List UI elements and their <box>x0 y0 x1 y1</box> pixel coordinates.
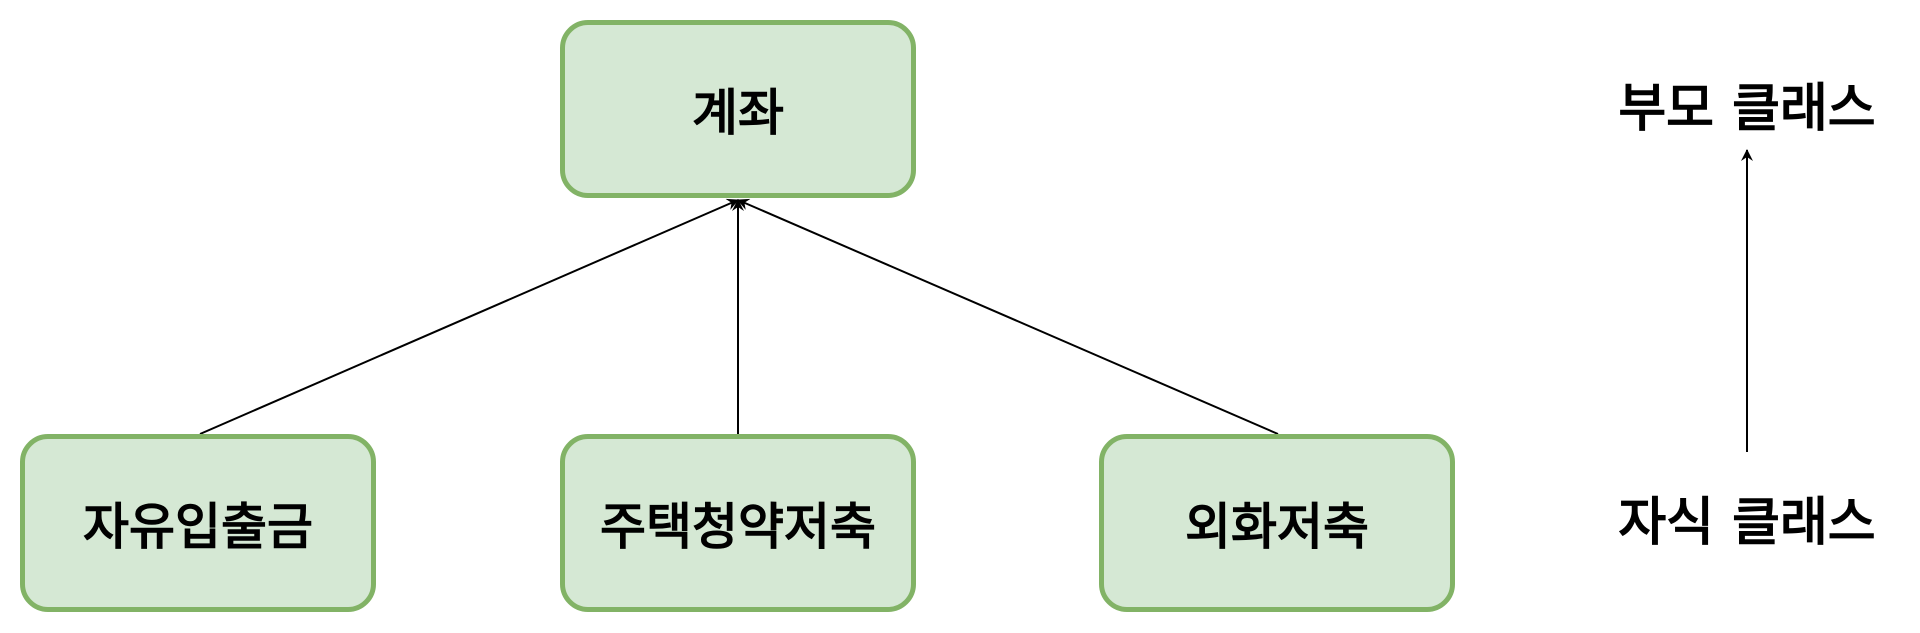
class-node-account-label: 계좌 <box>692 84 784 142</box>
class-node-housing-subscription: 주택청약저축 <box>560 434 916 612</box>
edge-child-1-to-parent <box>199 198 739 435</box>
class-node-account: 계좌 <box>560 20 916 198</box>
class-node-foreign-currency-label: 외화저축 <box>1185 498 1369 556</box>
class-node-housing-subscription-label: 주택청약저축 <box>600 498 876 556</box>
class-node-free-deposit-label: 자유입출금 <box>83 498 313 556</box>
edge-child-3-to-parent <box>737 198 1279 435</box>
class-node-free-deposit: 자유입출금 <box>20 434 376 612</box>
class-node-foreign-currency: 외화저축 <box>1099 434 1455 612</box>
legend-child-class-label: 자식 클래스 <box>1618 493 1876 553</box>
legend-parent-class-label: 부모 클래스 <box>1618 79 1876 139</box>
